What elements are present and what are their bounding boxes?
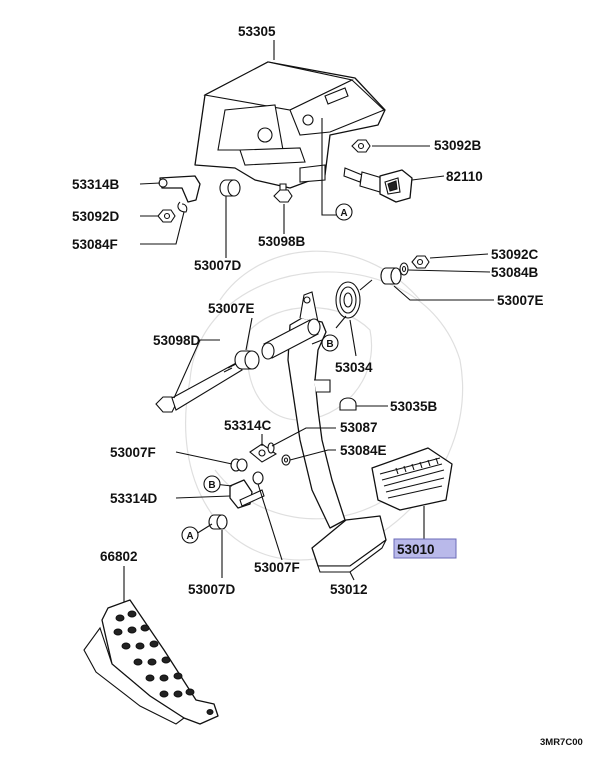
- label-53314c: 53314C: [224, 418, 272, 433]
- svg-text:A: A: [340, 208, 347, 219]
- label-53034: 53034: [335, 360, 373, 375]
- label-53098b: 53098B: [258, 234, 306, 249]
- return-spring-53034: [335, 279, 373, 329]
- stop-lamp-switch: [343, 167, 413, 203]
- label-53314d: 53314D: [110, 491, 158, 506]
- label-53314b: 53314B: [72, 177, 120, 192]
- figure-code: 3MR7C00: [540, 737, 583, 748]
- label-53007d-top: 53007D: [194, 258, 242, 273]
- bushing-53007d-bottom: [208, 514, 228, 530]
- pedal-foot-53012: [311, 515, 387, 573]
- svg-text:A: A: [186, 531, 193, 542]
- callout-b-bottom: B: [203, 475, 221, 493]
- label-53092d: 53092D: [72, 209, 120, 224]
- label-53098d: 53098D: [153, 333, 201, 348]
- label-53084f: 53084F: [72, 237, 118, 252]
- brake-pedal-arm: [287, 291, 346, 529]
- callout-a-top: A: [335, 203, 353, 221]
- label-53035b: 53035B: [390, 399, 438, 414]
- bushing-53007f-left: [230, 458, 248, 472]
- label-82110: 82110: [446, 169, 483, 184]
- label-53305: 53305: [238, 24, 276, 39]
- pad-holes: [113, 610, 214, 715]
- part-labels: 53305 53092B 82110 53314B 53092D 53084F …: [72, 24, 544, 597]
- label-53084b: 53084B: [491, 265, 539, 280]
- bushing-53007f-bottom: [252, 471, 264, 485]
- label-53087: 53087: [340, 420, 378, 435]
- clip-53084e: [281, 454, 291, 466]
- bolt-53098b: [273, 183, 293, 203]
- nut-53092b: [351, 139, 371, 153]
- pivot-sleeve: [261, 318, 321, 360]
- nut-53092d: [157, 209, 176, 223]
- label-53007f-left: 53007F: [110, 445, 156, 460]
- label-53007f-bottom: 53007F: [254, 560, 300, 575]
- label-53092b: 53092B: [434, 138, 482, 153]
- clip-53084f: [177, 201, 188, 213]
- bracket-53314d: [229, 479, 265, 509]
- pedal-bracket: [194, 61, 386, 189]
- leader-lines: [123, 40, 494, 602]
- bracket-53314b: [158, 175, 201, 203]
- label-66802: 66802: [100, 549, 138, 564]
- pedal-pad-53010: [371, 447, 453, 511]
- plate-53314c: [249, 443, 278, 463]
- washer-53087: [267, 442, 275, 454]
- label-53010: 53010: [397, 542, 435, 557]
- label-53084e: 53084E: [340, 443, 387, 458]
- bushing-53007e-mid: [234, 350, 260, 370]
- nut-53092c: [411, 255, 430, 269]
- washer-53084b: [399, 262, 409, 276]
- svg-text:B: B: [208, 480, 215, 491]
- pedal-pad-66802: [83, 599, 219, 725]
- callout-a-bottom: A: [181, 526, 199, 544]
- svg-text:B: B: [326, 339, 333, 350]
- label-53092c: 53092C: [491, 247, 539, 262]
- highlight-box-53010: [393, 538, 457, 559]
- label-53007e-right: 53007E: [497, 293, 544, 308]
- bushing-53007d-top: [219, 179, 241, 197]
- label-53007d-bottom: 53007D: [188, 582, 236, 597]
- pivot-bolt-53098d: [155, 361, 243, 413]
- bushing-53007e-right: [380, 267, 402, 285]
- label-53012: 53012: [330, 582, 368, 597]
- label-53007e-mid: 53007E: [208, 301, 255, 316]
- callout-b-top: B: [321, 334, 339, 352]
- stopper-53035b: [339, 397, 357, 411]
